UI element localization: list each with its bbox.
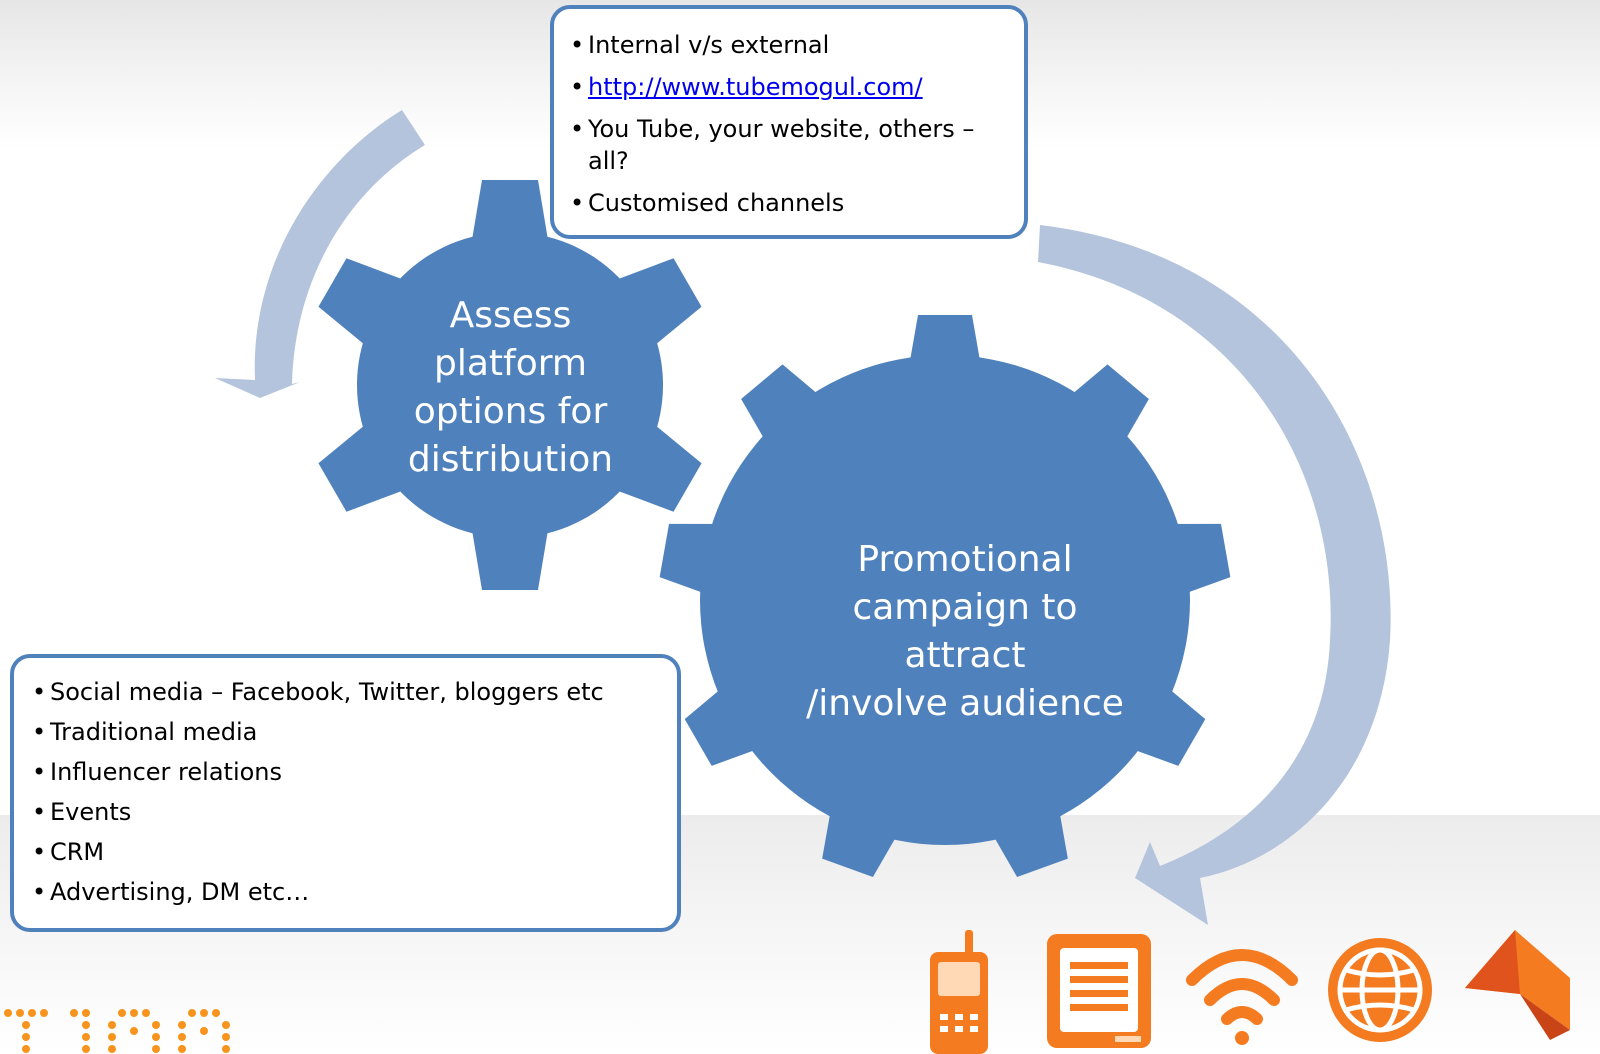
gear-small — [318, 180, 702, 590]
callout-distribution-list: Internal v/s external http://www.tubemog… — [568, 29, 1010, 219]
gear-large-label: Promotional campaign to attract /involve… — [800, 536, 1130, 728]
gear-small-label-line: platform — [434, 343, 587, 384]
list-item: Influencer relations — [30, 756, 667, 788]
gear-small-label: Assess platform options for distribution — [398, 292, 623, 484]
list-item: Internal v/s external — [568, 29, 1010, 61]
gear-small-label-line: distribution — [407, 439, 614, 480]
list-item: Social media – Facebook, Twitter, blogge… — [30, 676, 667, 708]
wifi-icon — [1186, 949, 1298, 1045]
document-screen-icon — [1047, 934, 1151, 1048]
gear-large-label-line: campaign to attract — [852, 587, 1078, 676]
tubemogul-link[interactable]: http://www.tubemogul.com/ — [588, 73, 923, 101]
gear-small-label-line: Assess — [449, 295, 572, 336]
gear-large-label-line: Promotional — [857, 539, 1073, 580]
gear-small-label-line: options for — [413, 391, 608, 432]
callout-promotion-list: Social media – Facebook, Twitter, blogge… — [30, 676, 667, 908]
cycle-arrow-right — [1038, 225, 1391, 925]
email-envelope-icon — [1465, 930, 1570, 1040]
callout-distribution-notes: Internal v/s external http://www.tubemog… — [550, 5, 1028, 239]
t100-logo — [4, 1009, 230, 1053]
list-item: CRM — [30, 836, 667, 868]
list-item: You Tube, your website, others – all? — [568, 113, 1010, 177]
gear-large-label-line: /involve audience — [806, 683, 1124, 724]
list-item: Events — [30, 796, 667, 828]
cycle-arrow-left — [215, 110, 425, 398]
gear-large — [659, 315, 1231, 878]
globe-icon — [1328, 938, 1432, 1042]
list-item: Traditional media — [30, 716, 667, 748]
list-item: http://www.tubemogul.com/ — [568, 71, 1010, 103]
mobile-phone-icon — [930, 930, 988, 1054]
device-icons-row — [930, 930, 1570, 1054]
list-item: Customised channels — [568, 187, 1010, 219]
callout-promotion-notes: Social media – Facebook, Twitter, blogge… — [10, 654, 681, 932]
list-item: Advertising, DM etc… — [30, 876, 667, 908]
